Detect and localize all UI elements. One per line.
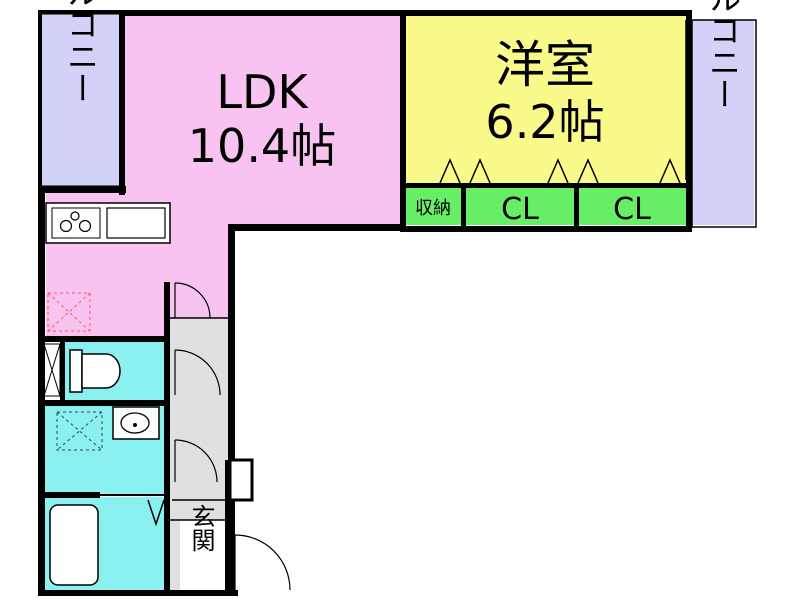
ldk-size-label: 10.4帖 — [188, 119, 336, 173]
labels: LDK 10.4帖 洋室 6.2帖 収納 CL CL バルコニー バルコニー 玄… — [62, 0, 742, 552]
entrance-area — [180, 520, 225, 590]
wash-basin-icon — [112, 406, 160, 440]
stove-burner-icon — [78, 219, 92, 233]
fixtures — [43, 158, 681, 586]
balcony-right-label: バルコニー — [704, 0, 742, 110]
washer-space — [56, 411, 103, 451]
closet-2-label: CL — [613, 192, 651, 227]
closet-1-label: CL — [501, 192, 539, 227]
kitchen-sink — [106, 207, 166, 239]
stove-burner-icon — [70, 211, 80, 221]
walls — [38, 10, 757, 596]
entrance-label: 玄関 — [187, 504, 215, 552]
storage-label: 収納 — [415, 198, 451, 219]
western-room-area — [402, 15, 687, 185]
bathtub-icon — [49, 504, 99, 586]
balcony-left-label: バルコニー — [62, 0, 100, 104]
storage-area — [404, 188, 462, 225]
fridge-space — [47, 292, 91, 332]
balcony-right-area — [690, 20, 754, 225]
ldk-area — [46, 15, 402, 340]
ldk-name-label: LDK — [216, 65, 309, 119]
western-room-name-label: 洋室 — [495, 36, 595, 94]
closet-2-area — [578, 188, 687, 225]
balcony-left-area — [40, 15, 122, 185]
folding-door-mark — [147, 499, 165, 527]
stove-burner-icon — [59, 219, 73, 233]
western-room-size-label: 6.2帖 — [485, 95, 604, 149]
toilet-icon — [69, 349, 121, 393]
closet-1-area — [465, 188, 575, 225]
kitchen-counter — [45, 202, 171, 244]
closet-fold-marks — [439, 158, 681, 184]
storage-box — [43, 343, 61, 397]
room-fills — [40, 15, 754, 590]
